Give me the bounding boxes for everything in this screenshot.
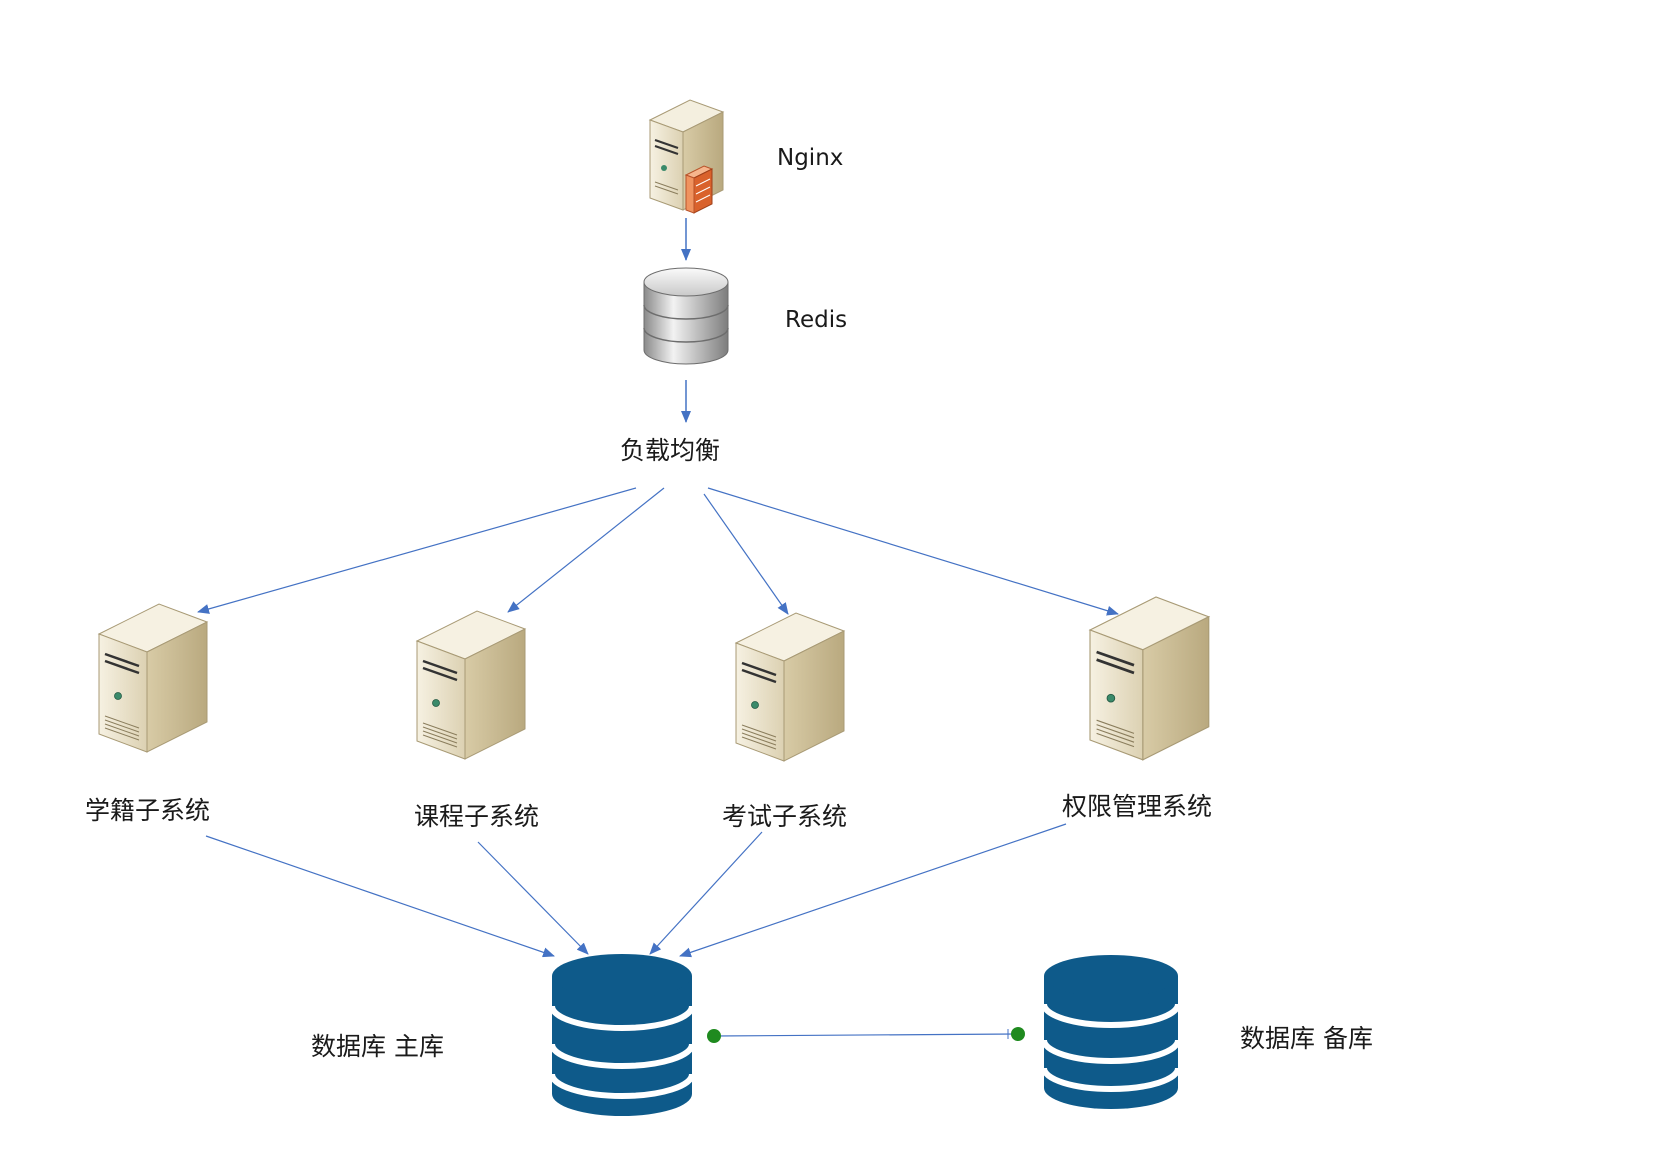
load-balancer-label: 负载均衡: [620, 436, 721, 465]
student-records-label: 学籍子系统: [85, 796, 211, 825]
arrow-exams-to-db: [649, 831, 763, 955]
exams-label: 考试子系统: [722, 802, 848, 831]
firewall-icon: [684, 165, 714, 214]
db-primary-label: 数据库 主库: [311, 1032, 444, 1061]
permissions-label: 权限管理系统: [1062, 792, 1213, 821]
nginx-label: Nginx: [777, 145, 844, 171]
db-backup-label: 数据库 备库: [1240, 1024, 1373, 1053]
nginx-server-icon: [648, 99, 725, 214]
arrows: [197, 218, 1119, 958]
arrow-lb-to-courses: [507, 487, 665, 613]
sync-dot-start: [707, 1029, 721, 1043]
student-records-server-icon: [97, 603, 209, 753]
permissions-server-icon: [1088, 596, 1211, 761]
arrow-courses-to-db: [477, 841, 589, 955]
replication-connector: [707, 1027, 1025, 1043]
arrow-lb-to-student-records: [197, 487, 637, 614]
arrow-permissions-to-db: [679, 823, 1067, 958]
redis-database-icon: [643, 267, 729, 365]
exams-server-icon: [734, 612, 846, 762]
courses-server-icon: [415, 610, 527, 760]
courses-label: 课程子系统: [414, 802, 540, 831]
primary-database-icon: [549, 954, 695, 1116]
arrow-lb-to-permissions: [707, 487, 1119, 616]
sync-dot-end: [1011, 1027, 1025, 1041]
redis-label: Redis: [785, 307, 848, 333]
arrow-student-records-to-db: [205, 835, 555, 958]
backup-database-icon: [1041, 955, 1181, 1109]
server-group: [97, 596, 1211, 762]
arrow-lb-to-exams: [703, 493, 789, 615]
